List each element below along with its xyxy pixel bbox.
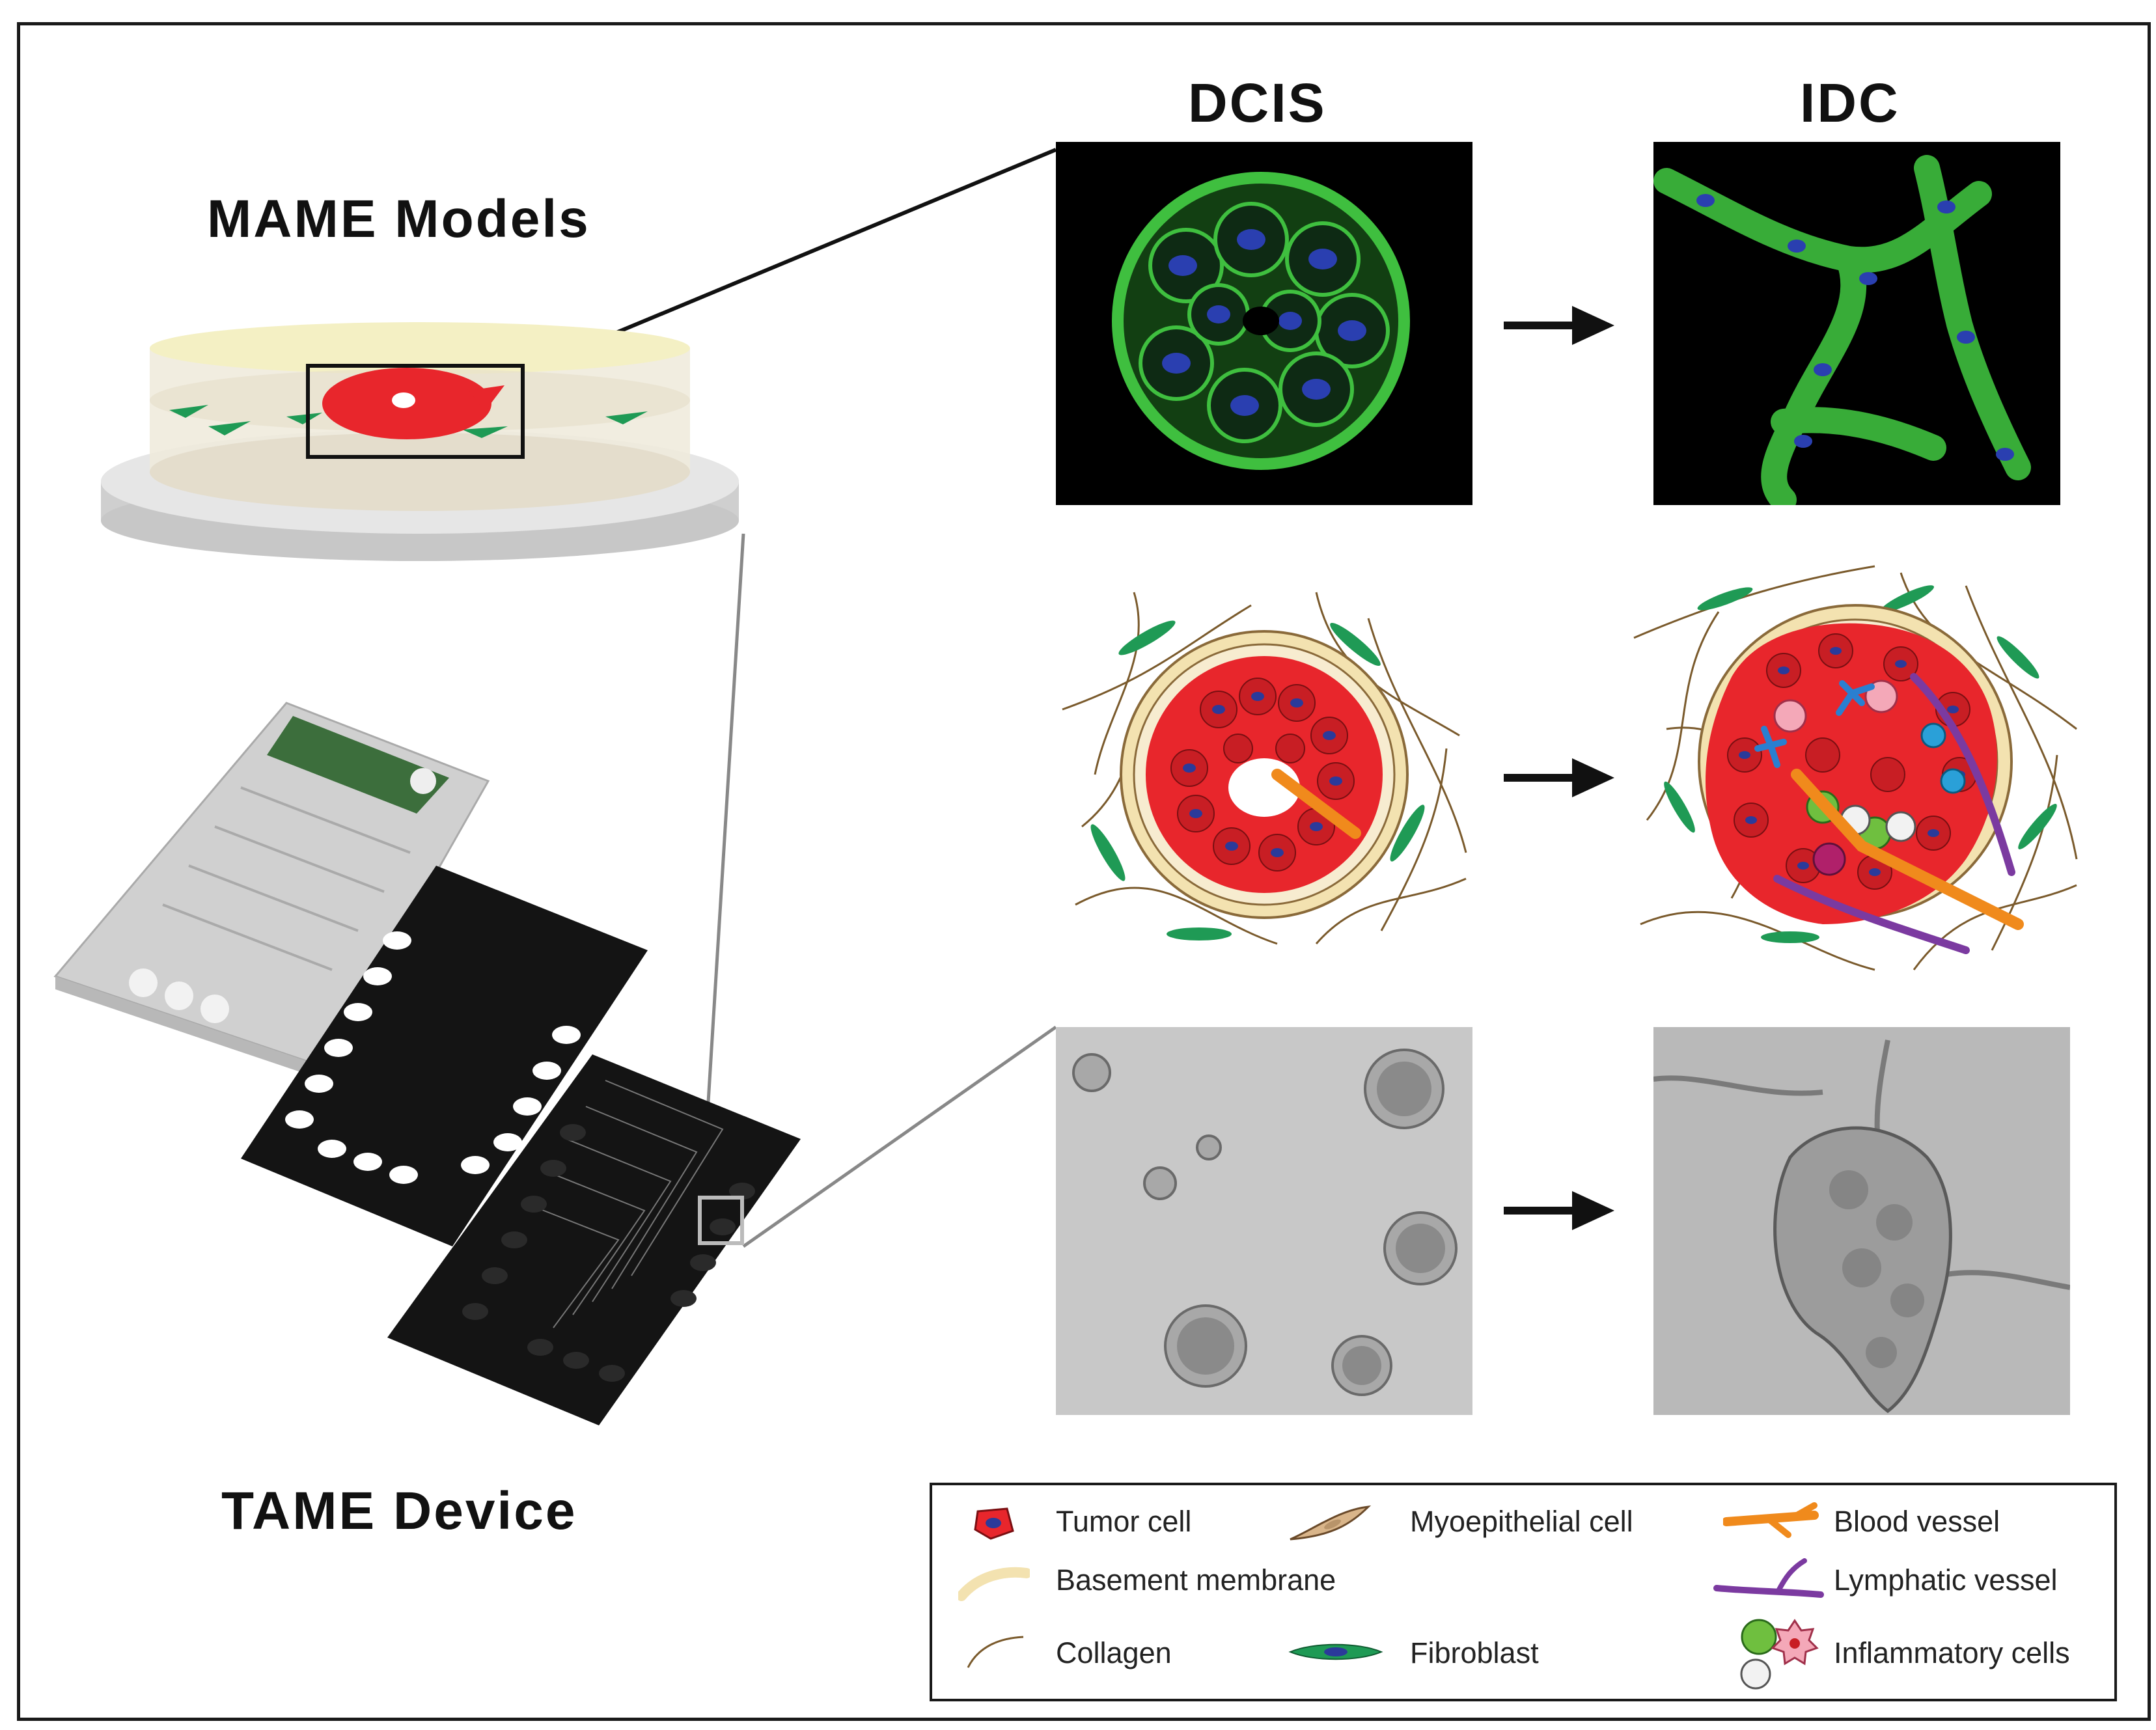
- black-bottom-layer: [387, 1054, 801, 1425]
- legend-myoepithelial-cell: Myoepithelial cell: [1410, 1505, 1633, 1539]
- black-middle-layer: [241, 866, 648, 1246]
- legend-basement-membrane: Basement membrane: [1056, 1563, 1336, 1597]
- legend-fibroblast-label: Fibroblast: [1410, 1636, 1539, 1669]
- arrow-fluorescence: [1504, 306, 1614, 345]
- tumor-cluster: [322, 368, 504, 439]
- idc-heading: IDC: [1800, 72, 1900, 133]
- tumor-cell-icon: [974, 1507, 1014, 1540]
- legend-basement-membrane-label: Basement membrane: [1056, 1563, 1336, 1597]
- idc-schematic: [1633, 565, 2078, 971]
- legend-fibroblast: Fibroblast: [1410, 1636, 1539, 1670]
- legend-collagen-label: Collagen: [1056, 1636, 1172, 1669]
- legend-tumor-cell-label: Tumor cell: [1056, 1505, 1192, 1538]
- legend-inflammatory-cells-label: Inflammatory cells: [1834, 1636, 2070, 1669]
- basement-membrane-icon: [958, 1567, 1030, 1601]
- legend-inflammatory-cells: Inflammatory cells: [1834, 1636, 2070, 1670]
- legend-blood-vessel: Blood vessel: [1834, 1505, 2000, 1539]
- myoepithelial-cell-icon: [1290, 1505, 1372, 1541]
- tame-device-title: TAME Device: [221, 1481, 577, 1541]
- dcis-schematic: [1062, 592, 1467, 945]
- legend-collagen: Collagen: [1056, 1636, 1172, 1670]
- legend-lymphatic-vessel: Lymphatic vessel: [1834, 1563, 2057, 1597]
- fibroblast-icon: [1288, 1643, 1383, 1660]
- tame-device-illustration: [53, 702, 801, 1425]
- idc-brightfield-image: [1653, 1027, 2070, 1415]
- mame-models-title: MAME Models: [207, 189, 590, 249]
- arrow-brightfield: [1504, 1191, 1614, 1230]
- legend-lymphatic-vessel-label: Lymphatic vessel: [1834, 1563, 2058, 1597]
- blood-vessel-icon: [1723, 1502, 1819, 1538]
- mame-dish-illustration: [101, 322, 739, 561]
- lymphatic-vessel-icon: [1713, 1558, 1824, 1598]
- dcis-heading: DCIS: [1188, 72, 1327, 133]
- legend-box: Tumor cell Myoepithelial cell Blood vess…: [930, 1483, 2117, 1701]
- collagen-icon: [967, 1636, 1024, 1668]
- dcis-brightfield-image: [1056, 1027, 1472, 1415]
- legend-myoepithelial-cell-label: Myoepithelial cell: [1410, 1505, 1633, 1538]
- legend-blood-vessel-label: Blood vessel: [1834, 1505, 2000, 1538]
- dcis-fluorescence-image: [1056, 142, 1472, 505]
- arrow-schematic: [1504, 758, 1614, 797]
- idc-fluorescence-image: [1653, 142, 2060, 505]
- legend-tumor-cell: Tumor cell: [1056, 1505, 1191, 1539]
- inflammatory-cells-icon: [1740, 1619, 1819, 1690]
